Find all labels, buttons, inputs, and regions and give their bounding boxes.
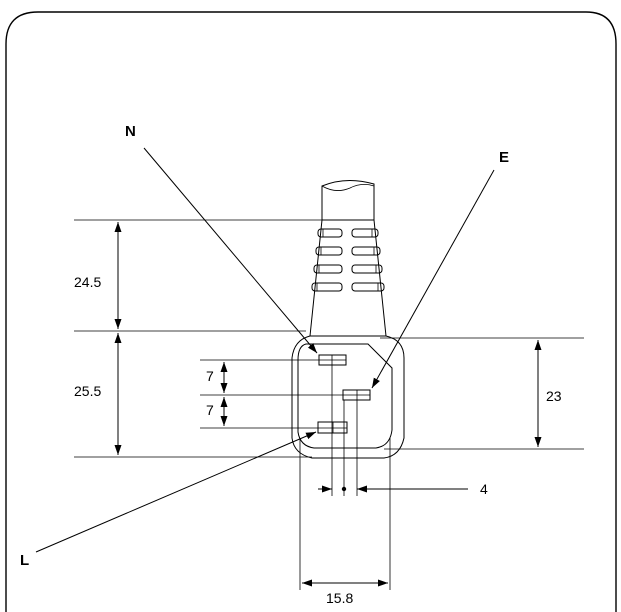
dim-socket-cavity-label: 23 xyxy=(546,388,562,404)
dim-slot-pitch-upper-label: 7 xyxy=(206,368,214,384)
dimension-15-8: 15.8 xyxy=(302,579,388,606)
dim-slot-pitch-lower-label: 7 xyxy=(206,402,214,418)
cable-cut-line xyxy=(321,184,375,191)
dimension-24-5: 24.5 xyxy=(74,222,122,329)
connector-body xyxy=(291,180,405,459)
leader-neutral: N xyxy=(125,123,318,354)
grip-ribs-right xyxy=(351,228,385,292)
dim-socket-section-label: 25.5 xyxy=(74,383,101,399)
socket-cavity xyxy=(297,343,393,449)
dimension-23: 23 xyxy=(534,340,562,447)
label-neutral: N xyxy=(125,123,136,140)
slot-live xyxy=(317,421,348,434)
dimension-4: 4 xyxy=(318,481,488,497)
dimension-25-5: 25.5 xyxy=(74,333,122,455)
dimension-7-upper: 7 xyxy=(206,362,228,393)
dimension-7-lower: 7 xyxy=(206,397,228,426)
dim-socket-width-label: 15.8 xyxy=(326,590,353,606)
dim-earth-offset-label: 4 xyxy=(480,481,488,497)
cable-stub xyxy=(321,180,375,220)
label-live: L xyxy=(20,552,29,569)
label-earth: E xyxy=(499,149,509,166)
extension-lines xyxy=(74,219,584,590)
dim-cable-section-label: 24.5 xyxy=(74,274,101,290)
socket-outer xyxy=(291,335,405,459)
drawing-frame xyxy=(5,11,617,612)
grip-ribs-left xyxy=(311,228,343,292)
leader-earth: E xyxy=(371,149,509,389)
leader-live: L xyxy=(20,431,317,569)
